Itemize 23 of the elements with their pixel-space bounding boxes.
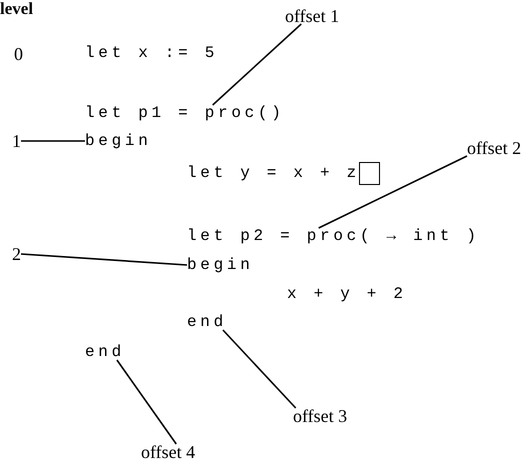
code-line: let x := 5 — [85, 43, 218, 63]
callout-text: offset 1 — [285, 6, 340, 26]
leader-line — [318, 155, 468, 229]
code-line: let p1 = proc() — [85, 103, 285, 123]
level-number: 0 — [14, 44, 23, 64]
code-line: let y = x + z — [187, 163, 360, 183]
leader-line — [116, 360, 177, 444]
leader-line — [222, 329, 296, 409]
code-line: let p2 = proc( → int ) — [187, 226, 480, 246]
leader-line — [20, 253, 188, 266]
callout-text: offset 4 — [141, 442, 196, 462]
callout-text: 2 — [12, 244, 21, 264]
code-line: begin — [187, 255, 254, 275]
code-line: begin — [85, 131, 152, 151]
column-heading: level — [0, 0, 34, 18]
leader-line — [21, 140, 85, 142]
callout-text: 1 — [12, 131, 21, 151]
code-line: end — [187, 312, 227, 332]
callout-text: offset 3 — [293, 406, 348, 426]
callout-text: offset 2 — [467, 138, 522, 158]
leader-line — [212, 23, 302, 106]
code-line: end — [85, 342, 125, 362]
code-line: x + y + 2 — [287, 284, 407, 304]
